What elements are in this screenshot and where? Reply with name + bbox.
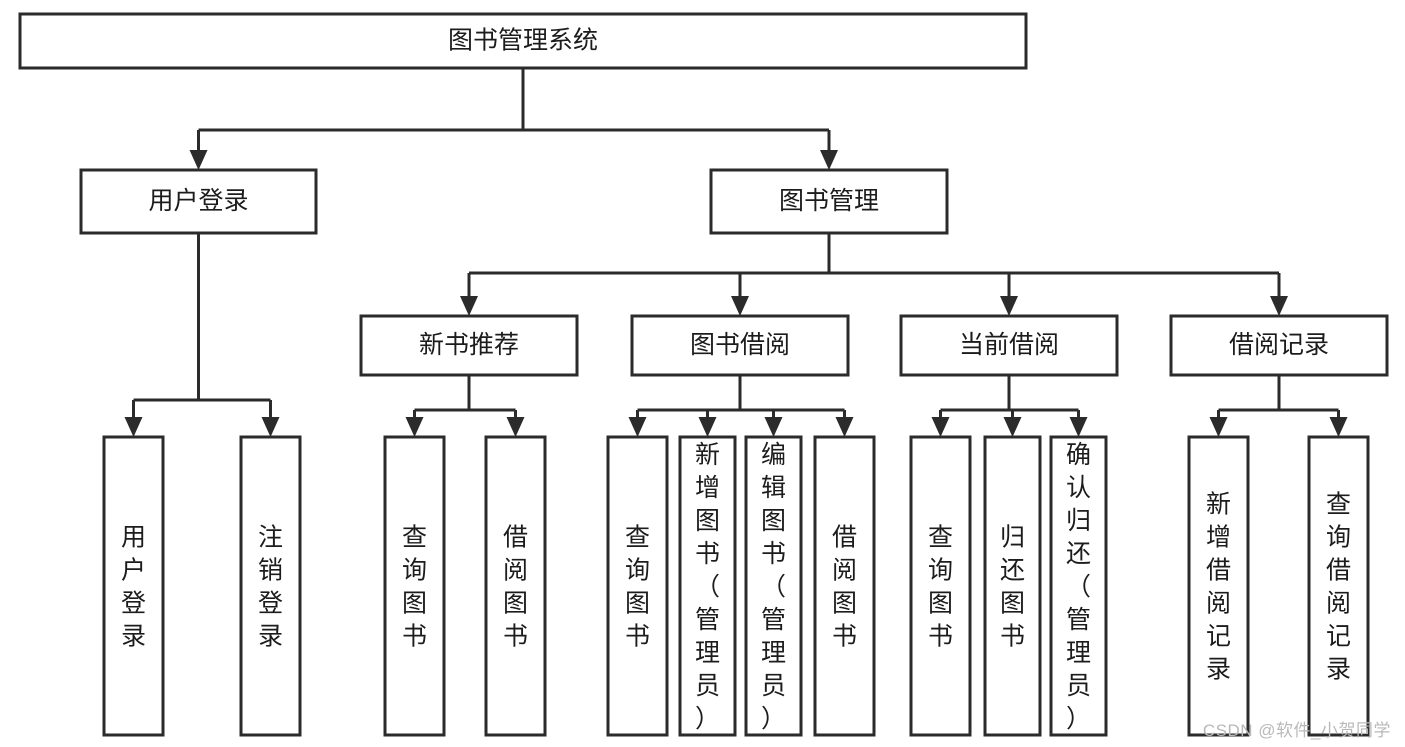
leaf-node-box[interactable] [1307,435,1370,737]
leaf-node-box[interactable] [1187,435,1250,737]
level3-node-box[interactable] [1169,314,1389,377]
leaf-node-box[interactable] [484,435,547,737]
leaf-node-label: 借阅图书 [503,524,528,651]
level3-node[interactable]: 借阅记录 [1169,314,1389,377]
level3-node-label: 借阅记录 [1229,331,1329,359]
connector-edges [124,68,1348,437]
root-node[interactable]: 图书管理系统 [18,12,1028,70]
level3-node[interactable]: 图书借阅 [630,314,850,377]
leaf-node[interactable]: 注销登录 [239,435,302,737]
leaf-node-box[interactable] [983,435,1042,737]
leaf-node-box[interactable] [1049,435,1108,737]
arrow-head-icon [189,150,208,170]
leaf-node-label: 确认归还（管理员） [1066,441,1091,733]
arrow-head-icon [506,417,525,437]
root-node-label: 图书管理系统 [448,27,598,55]
level2-node[interactable]: 用户登录 [79,168,318,235]
arrow-head-icon [405,417,424,437]
leaf-node-box[interactable] [813,435,876,737]
leaf-node-box[interactable] [383,435,446,737]
arrow-head-icon [1329,417,1348,437]
arrow-head-icon [1209,417,1228,437]
leaf-node[interactable]: 编辑图书（管理员） [744,435,803,737]
leaf-node-box[interactable] [909,435,972,737]
level3-node-label: 新书推荐 [419,331,519,359]
leaf-node[interactable]: 查询图书 [383,435,446,737]
leaf-node[interactable]: 借阅图书 [484,435,547,737]
level2-node-label: 用户登录 [148,187,248,215]
arrow-head-icon [698,417,717,437]
leaf-node-box[interactable] [102,435,165,737]
leaf-node[interactable]: 借阅图书 [813,435,876,737]
arrow-head-icon [820,150,838,170]
leaf-node[interactable]: 查询借阅记录 [1307,435,1370,737]
leaf-node-label: 借阅图书 [832,524,857,651]
arrow-head-icon [628,417,647,437]
level3-node-label: 图书借阅 [690,331,790,359]
leaf-node-box[interactable] [744,435,803,737]
leaf-node-label: 查询借阅记录 [1326,491,1351,684]
arrow-head-icon [1000,296,1018,316]
leaf-node-label: 查询图书 [625,524,650,651]
leaf-node-label: 用户登录 [121,524,146,651]
arrow-head-icon [1003,417,1022,437]
level3-node-box[interactable] [359,314,579,377]
level2-node-box[interactable] [709,168,949,235]
arrow-head-icon [1069,417,1088,437]
leaf-node[interactable]: 归还图书 [983,435,1042,737]
leaf-node-label: 归还图书 [1000,524,1025,651]
arrow-head-icon [1270,296,1288,316]
level3-node[interactable]: 当前借阅 [899,314,1119,377]
arrow-head-icon [731,296,749,316]
leaf-node-label: 新增图书（管理员） [695,441,720,733]
level2-node[interactable]: 图书管理 [709,168,949,235]
leaf-node-box[interactable] [678,435,737,737]
level3-node[interactable]: 新书推荐 [359,314,579,377]
level2-node-box[interactable] [79,168,318,235]
leaf-node-box[interactable] [606,435,669,737]
level3-node-box[interactable] [630,314,850,377]
leaf-node[interactable]: 查询图书 [606,435,669,737]
diagram-nodes: 图书管理系统用户登录图书管理新书推荐图书借阅当前借阅借阅记录用户登录注销登录查询… [18,12,1389,737]
leaf-node[interactable]: 查询图书 [909,435,972,737]
arrow-head-icon [261,417,280,437]
leaf-node[interactable]: 新增借阅记录 [1187,435,1250,737]
leaf-node[interactable]: 新增图书（管理员） [678,435,737,737]
leaf-node-label: 查询图书 [402,524,427,651]
leaf-node-box[interactable] [239,435,302,737]
level2-node-label: 图书管理 [779,187,879,215]
leaf-node[interactable]: 确认归还（管理员） [1049,435,1108,737]
level3-node-box[interactable] [899,314,1119,377]
leaf-node-label: 注销登录 [258,524,283,651]
leaf-node-label: 新增借阅记录 [1206,491,1231,684]
leaf-node-label: 查询图书 [928,524,953,651]
arrow-head-icon [835,417,854,437]
leaf-node[interactable]: 用户登录 [102,435,165,737]
arrow-head-icon [764,417,783,437]
arrow-head-icon [460,296,478,316]
arrow-head-icon [124,417,143,437]
leaf-node-label: 编辑图书（管理员） [761,441,786,733]
root-node-box[interactable] [18,12,1028,70]
arrow-head-icon [931,417,950,437]
level3-node-label: 当前借阅 [959,331,1059,359]
